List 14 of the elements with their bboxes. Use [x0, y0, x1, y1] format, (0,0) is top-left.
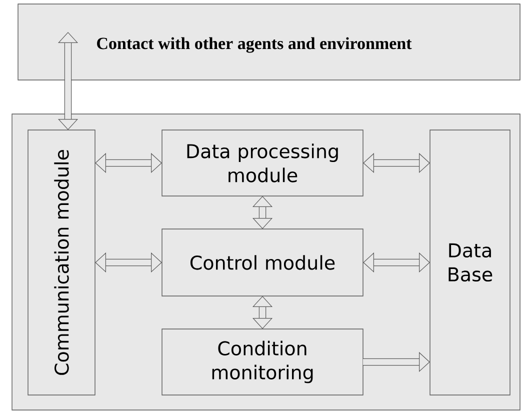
- block-arrow: [363, 152, 430, 174]
- banner-text: Contact with other agents and environment: [97, 37, 412, 53]
- block-arrow: [252, 196, 273, 229]
- module-box: Data processing module: [162, 130, 364, 196]
- block-arrow: [58, 32, 78, 130]
- block-arrow: [252, 296, 273, 329]
- block-arrow: [95, 252, 162, 273]
- module-box: Communication module: [28, 130, 96, 396]
- banner-box: [18, 4, 520, 80]
- module-box: Condition monitoring: [162, 328, 364, 396]
- module-box: Control module: [162, 228, 364, 296]
- database-box: Data Base: [430, 130, 510, 396]
- block-arrow: [95, 152, 162, 174]
- block-arrow: [363, 252, 430, 273]
